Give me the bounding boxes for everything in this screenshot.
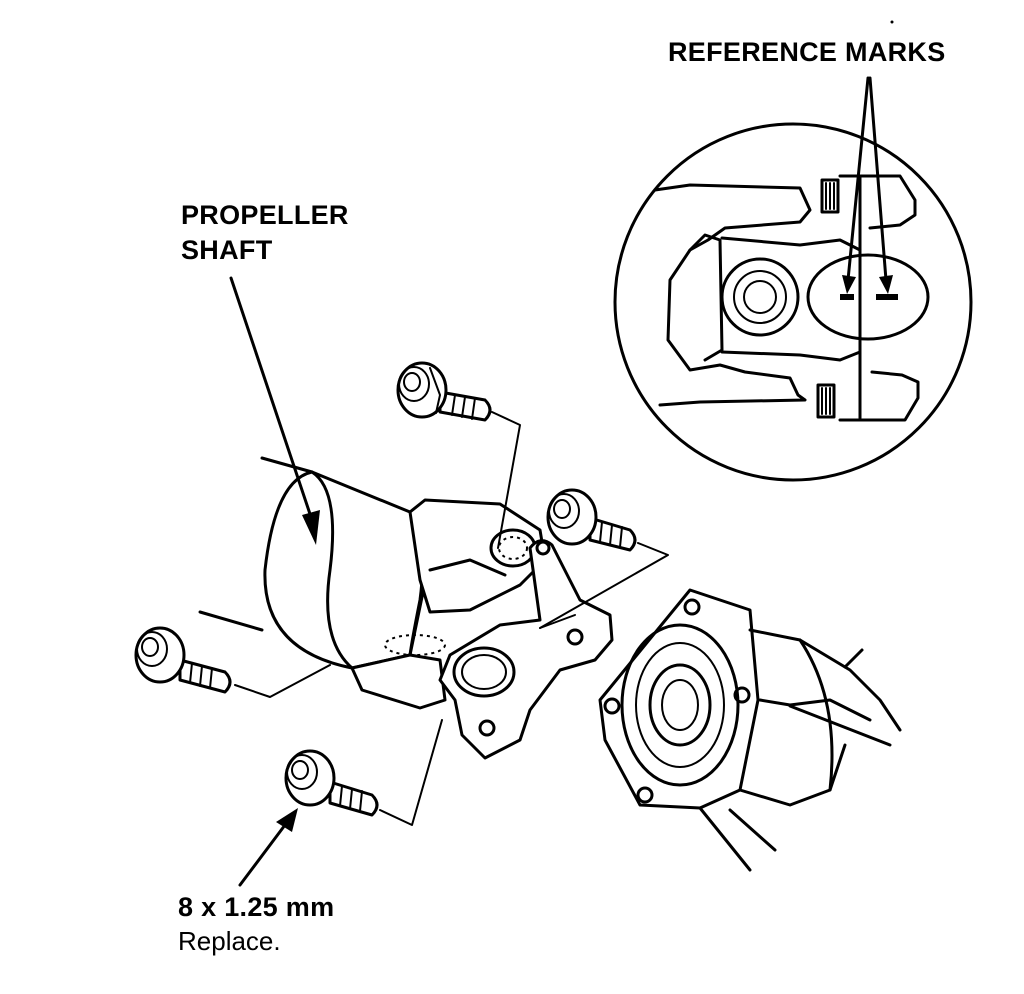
yoke-lower-ear bbox=[350, 653, 447, 710]
inset-cross-bottom bbox=[720, 350, 862, 362]
diff-flange-plate bbox=[598, 588, 760, 810]
diff-seal-mid bbox=[635, 642, 725, 768]
propeller-shaft-label-line2: SHAFT bbox=[181, 235, 273, 265]
reference-pointer-left bbox=[846, 76, 870, 282]
diff-hole-top bbox=[683, 598, 701, 616]
diff-hole-left bbox=[603, 697, 621, 715]
flange-hole-right bbox=[566, 628, 584, 646]
bolt-middle-leader bbox=[539, 542, 669, 629]
diff-housing-top bbox=[748, 628, 902, 732]
inset-yoke-inner bbox=[688, 233, 724, 362]
reference-mark-left bbox=[840, 294, 854, 300]
bolt-size-label: 8 x 1.25 mm bbox=[178, 892, 335, 922]
bolt-upper bbox=[396, 361, 492, 422]
bolt-replace-note: Replace. bbox=[178, 926, 281, 956]
flange-hole-top bbox=[535, 540, 551, 556]
differential-housing bbox=[598, 588, 902, 872]
flange-center-bore bbox=[452, 646, 516, 698]
bolt-lower-leader bbox=[379, 719, 443, 826]
inset-bearing-inner bbox=[733, 270, 787, 324]
inset-flange-bottom bbox=[838, 370, 920, 422]
inset-cross-top bbox=[720, 236, 862, 252]
inset-flange-top bbox=[838, 174, 917, 230]
reference-arrowhead-right bbox=[879, 275, 893, 294]
diff-housing-lower-edge bbox=[698, 806, 752, 872]
bolt-upper-leader bbox=[491, 411, 521, 549]
bolt-lower bbox=[284, 749, 379, 817]
bolt-arrowhead bbox=[276, 808, 298, 832]
propeller-shaft-label-line1: PROPELLER bbox=[181, 200, 349, 230]
diff-seal-outer bbox=[620, 623, 740, 787]
flange-hole-bottom bbox=[478, 719, 496, 737]
diff-hole-right bbox=[733, 686, 751, 704]
shaft-yoke bbox=[408, 498, 547, 614]
bolt-left bbox=[134, 626, 232, 694]
inset-yoke-left bbox=[653, 183, 812, 407]
yoke-ridge bbox=[428, 558, 507, 577]
reference-detail-inset bbox=[613, 76, 973, 482]
inset-bearing-center bbox=[743, 280, 777, 314]
reference-pointer-right bbox=[868, 76, 888, 282]
bolt-left-leader bbox=[234, 664, 331, 698]
diff-housing-bottom bbox=[738, 743, 847, 807]
shaft-ring-edge bbox=[310, 470, 354, 670]
inset-bearing-outer bbox=[720, 257, 800, 337]
flange-body bbox=[438, 539, 614, 760]
bolt-pointer-line bbox=[238, 823, 287, 887]
bolt-middle bbox=[546, 488, 637, 552]
reference-mark-right bbox=[876, 294, 898, 300]
inset-circle bbox=[613, 122, 973, 482]
reference-marks-label: REFERENCE MARKS bbox=[668, 37, 946, 67]
propeller-pointer-line bbox=[229, 276, 314, 522]
reference-arrowhead-left bbox=[842, 275, 856, 294]
reference-mark-oval bbox=[806, 253, 930, 341]
diff-hole-bottom bbox=[636, 786, 654, 804]
propeller-arrowhead bbox=[302, 510, 320, 545]
diff-pinion-nut bbox=[648, 663, 712, 747]
companion-flange bbox=[438, 539, 614, 760]
